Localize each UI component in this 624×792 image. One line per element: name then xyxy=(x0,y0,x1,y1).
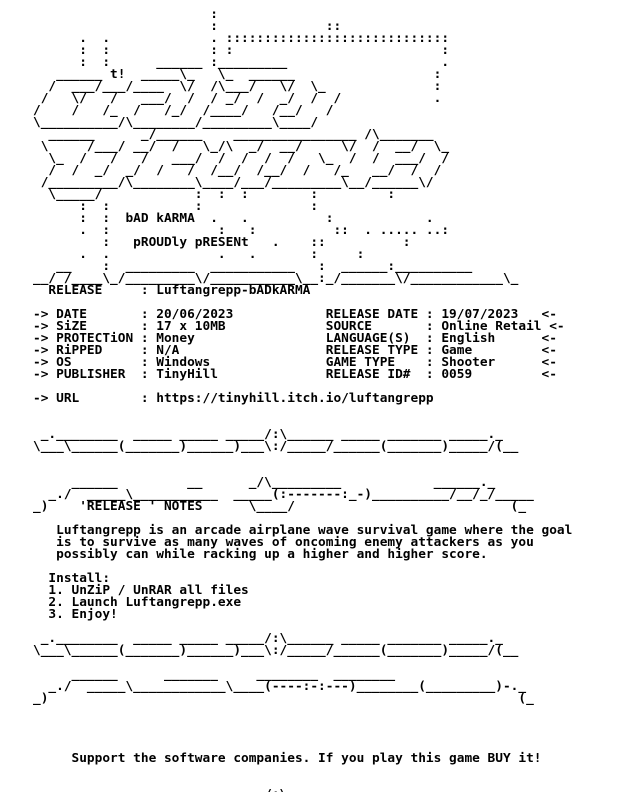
nfo-line: -> URL : https://tinyhill.itch.io/luftan… xyxy=(33,391,434,406)
nfo-line: 2. Launch Luftangrepp.exe xyxy=(33,595,242,610)
nfo-line: / / _/ _/ / / /__/ /__/ / /_ __/ / / xyxy=(33,163,442,178)
nfo-line: ______ _/______ ________________ /\_____… xyxy=(33,127,434,142)
nfo-line: Install: xyxy=(33,571,111,586)
nfo-line: \__________/\________/_________\____/ xyxy=(33,115,319,130)
nfo-line xyxy=(33,561,624,573)
nfo-line xyxy=(33,705,624,717)
nfo-line: _./ _____\____________\____(----:-:---)_… xyxy=(33,679,527,694)
nfo-line: _./ _____\___________ _____(:-------:_-)… xyxy=(33,487,534,502)
nfo-line: ______ _______ ________ ________ xyxy=(33,667,396,682)
nfo-line: : :: xyxy=(33,19,342,34)
nfo-line: RELEASE : Luftangrepp-bADkARMA xyxy=(33,283,311,298)
nfo-line: \_ / / / ___/ / / / / \_ / / ___/ / xyxy=(33,151,450,166)
nfo-line: ______ __ _/\_________ ______._ xyxy=(33,475,496,490)
nfo-line: 1. UnZiP / UnRAR all files xyxy=(33,583,249,598)
nfo-line: is to survive as many waves of oncoming … xyxy=(33,535,534,550)
nfo-line: /_________/\________\____/___/_________\… xyxy=(33,175,434,190)
nfo-line: . : : : :: . ..... ..: xyxy=(33,223,450,238)
nfo-line: -> DATE : 20/06/2023 RELEASE DATE : 19/0… xyxy=(33,307,557,322)
nfo-line: 3. Enjoy! xyxy=(33,607,118,622)
nfo-line xyxy=(33,405,624,417)
nfo-line: / \/ / ___/ / / _/ / _/ / / . xyxy=(33,91,442,106)
nfo-line: -> SiZE : 17 x 10MB SOURCE : Online Reta… xyxy=(33,319,565,334)
nfo-line: __ : _________ ___________ : ______:____… xyxy=(33,259,473,274)
nfo-line: : : ______ :_________ . xyxy=(33,55,450,70)
nfo-line xyxy=(33,729,624,741)
nfo-line: . . . . : : xyxy=(33,247,365,262)
nfo-line: _.________ _____ _____ _____/:\______ __… xyxy=(33,427,503,442)
nfo-line: \_____/ : : : : : xyxy=(33,187,396,202)
nfo-line: . . . ::::::::::::::::::::::::::::: xyxy=(33,31,450,46)
nfo-line: _.________ _____ _____ _____/:\______ __… xyxy=(33,788,624,792)
nfo-line: ______ t! _____\_ \_ ______ : xyxy=(33,67,442,82)
nfo-line xyxy=(33,717,624,729)
nfo-line: : : : : xyxy=(33,199,319,214)
nfo-line: possibly can while racking up a higher a… xyxy=(33,547,488,562)
nfo-line: _) (_ xyxy=(33,691,534,706)
nfo-line xyxy=(33,453,624,465)
nfo-line: -> PUBLISHER : TinyHill RELEASE ID# : 00… xyxy=(33,367,557,382)
nfo-line: : : : : : xyxy=(33,43,450,58)
nfo-line: : : bAD kARMA . . : . xyxy=(33,211,434,226)
nfo-line: Luftangrepp is an arcade airplane wave s… xyxy=(33,523,573,538)
nfo-line: __/ /____\_/_________\/___________\__:_/… xyxy=(33,271,519,286)
nfo-line: / / /_ / /_/ /____/ /__/ / xyxy=(33,103,334,118)
nfo-line: : pROUDly pRESENt . :: : xyxy=(33,235,411,250)
nfo-line: \___\______(_______)______)___\:/_____/_… xyxy=(33,439,519,454)
nfo-line xyxy=(33,765,624,777)
nfo-line: Support the software companies. If you p… xyxy=(33,751,542,766)
nfo-line: _.________ _____ _____ _____/:\______ __… xyxy=(33,631,503,646)
nfo-line: / ___/___/____ \/ /\___/ \/ \_ : xyxy=(33,79,442,94)
nfo-line: -> RiPPED : N/A RELEASE TYPE : Game <- xyxy=(33,343,557,358)
nfo-line: -> OS : Windows GAME TYPE : Shooter <- xyxy=(33,355,557,370)
nfo-line: \ /___/ __/ / \_/\ _/ __/ \/ / __/ \_ xyxy=(33,139,450,154)
nfo-line: : xyxy=(33,7,218,22)
nfo-line: \___\______(_______)______)___\:/_____/_… xyxy=(33,643,519,658)
nfo-line: _) 'RELEASE ' NOTES \____/ (_ xyxy=(33,499,527,514)
nfo-line: -> PROTECTiON : Money LANGUAGE(S) : Engl… xyxy=(33,331,557,346)
